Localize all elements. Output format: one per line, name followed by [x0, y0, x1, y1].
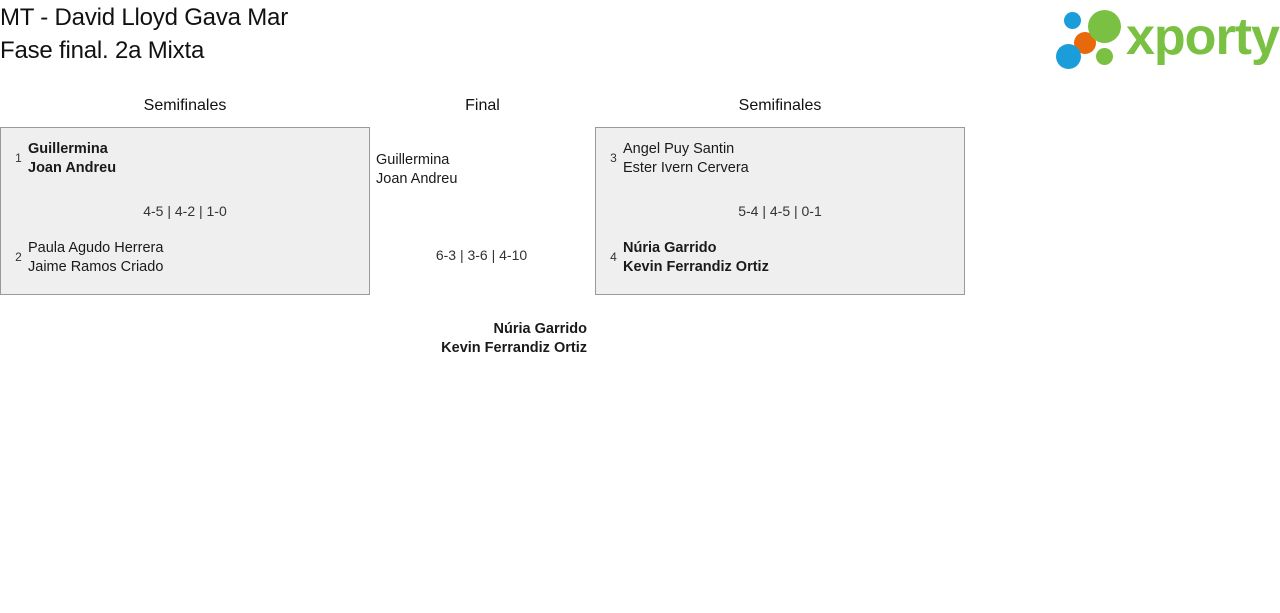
match-participant-bottom[interactable]: 2 Paula Agudo Herrera Jaime Ramos Criado: [9, 239, 361, 277]
xporty-logo[interactable]: xporty: [1044, 8, 1280, 70]
seed-number: 4: [610, 250, 617, 265]
player-name-1: Guillermina: [28, 141, 108, 157]
logo-dot-blue-small: [1064, 12, 1081, 29]
player-name-2: Ester Ivern Cervera: [623, 160, 749, 176]
participant-names: Núria Garrido Kevin Ferrandiz Ortiz: [623, 239, 769, 277]
match-participant-top[interactable]: 3 Angel Puy Santin Ester Ivern Cervera: [604, 140, 956, 178]
page-title: MT - David Lloyd Gava Mar Fase final. 2a…: [0, 2, 288, 67]
player-name-1: Paula Agudo Herrera: [28, 240, 164, 256]
player-name-1: Núria Garrido: [623, 240, 717, 256]
logo-dots-icon: [1052, 10, 1130, 70]
match-score: 5-4 | 4-5 | 0-1: [738, 203, 822, 219]
player-name-2: Kevin Ferrandiz Ortiz: [441, 340, 587, 356]
logo-dot-blue-large: [1056, 44, 1081, 69]
player-name-2: Joan Andreu: [376, 171, 458, 187]
player-name-2: Jaime Ramos Criado: [28, 259, 164, 275]
logo-wordmark: xporty: [1126, 8, 1280, 66]
match-final[interactable]: Guillermina Joan Andreu 6-3 | 3-6 | 4-10: [370, 127, 595, 295]
logo-dot-green-small: [1096, 48, 1113, 65]
player-name-2: Kevin Ferrandiz Ortiz: [623, 259, 769, 275]
round-header-final: Final: [465, 97, 500, 114]
match-semifinal-left[interactable]: 1 Guillermina Joan Andreu 4-5 | 4-2 | 1-…: [0, 127, 370, 295]
page-header: MT - David Lloyd Gava Mar Fase final. 2a…: [0, 0, 1280, 80]
seed-number: 2: [15, 250, 22, 265]
match-participant-bottom[interactable]: 4 Núria Garrido Kevin Ferrandiz Ortiz: [604, 239, 956, 277]
participant-names: Guillermina Joan Andreu: [28, 140, 116, 178]
participant-names: Angel Puy Santin Ester Ivern Cervera: [623, 140, 749, 178]
round-header-semifinals-left: Semifinales: [143, 97, 227, 114]
match-score: 6-3 | 3-6 | 4-10: [435, 247, 528, 263]
seed-number: 3: [610, 151, 617, 166]
player-name-1: Guillermina: [376, 152, 450, 168]
match-score: 4-5 | 4-2 | 1-0: [143, 203, 227, 219]
match-semifinal-right[interactable]: 3 Angel Puy Santin Ester Ivern Cervera 5…: [595, 127, 965, 295]
champion-block[interactable]: Núria Garrido Kevin Ferrandiz Ortiz: [370, 320, 587, 358]
tournament-phase: Fase final. 2a Mixta: [0, 36, 205, 64]
match-participant-top[interactable]: 1 Guillermina Joan Andreu: [9, 140, 361, 178]
logo-dot-green-large: [1088, 10, 1121, 43]
tournament-name: MT - David Lloyd Gava Mar: [0, 4, 288, 31]
logo-dot-orange: [1074, 32, 1096, 54]
player-name-2: Joan Andreu: [28, 160, 117, 176]
final-participant-top[interactable]: Guillermina Joan Andreu: [376, 151, 457, 189]
round-header-semifinals-right: Semifinales: [738, 97, 822, 114]
player-name-1: Angel Puy Santin: [623, 141, 735, 157]
participant-names: Paula Agudo Herrera Jaime Ramos Criado: [28, 239, 163, 277]
seed-number: 1: [15, 151, 22, 166]
player-name-1: Núria Garrido: [493, 321, 587, 337]
